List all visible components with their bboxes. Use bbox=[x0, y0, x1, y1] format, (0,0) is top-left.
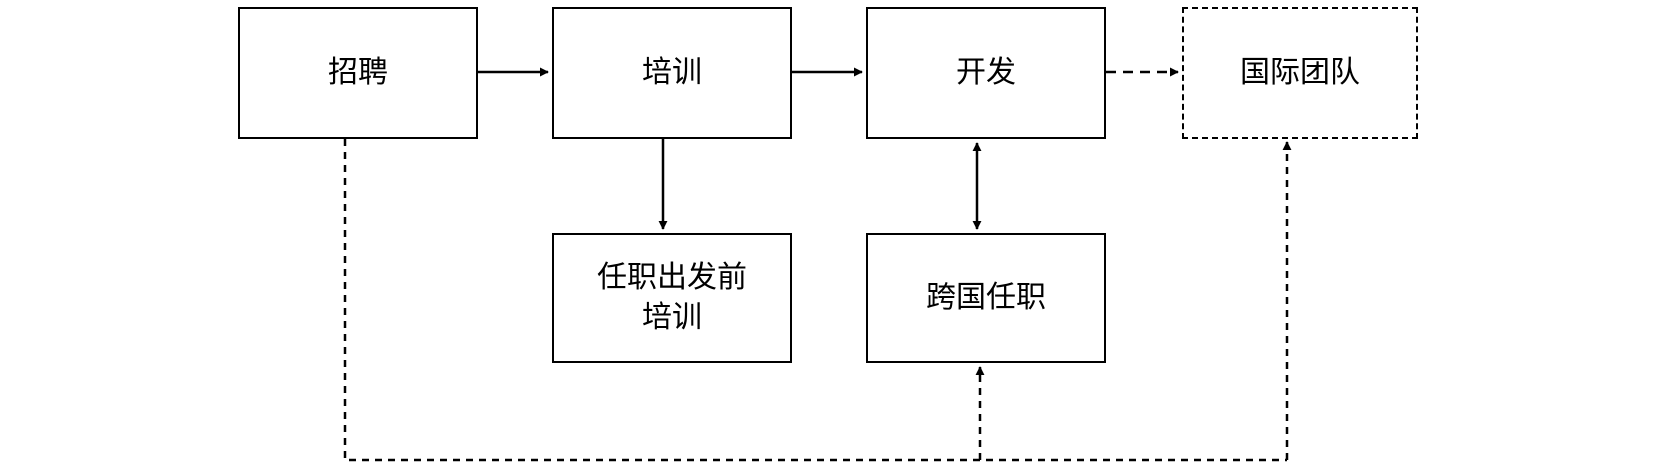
dashed-line-recruit-feedback bbox=[343, 139, 1287, 462]
node-recruit-label: 招聘 bbox=[328, 55, 388, 90]
node-development: 开发 bbox=[866, 7, 1106, 139]
node-recruit: 招聘 bbox=[238, 7, 478, 139]
node-international-team: 国际团队 bbox=[1182, 7, 1418, 139]
node-predeparture-line1: 任职出发前 bbox=[597, 260, 747, 295]
node-predeparture-training: 任职出发前 培训 bbox=[552, 233, 792, 363]
node-training: 培训 bbox=[552, 7, 792, 139]
node-development-label: 开发 bbox=[956, 55, 1016, 90]
node-predeparture-line2: 培训 bbox=[642, 300, 702, 335]
node-cross-border-label: 跨国任职 bbox=[926, 280, 1046, 315]
node-training-label: 培训 bbox=[642, 55, 702, 90]
node-cross-border-assignment: 跨国任职 bbox=[866, 233, 1106, 363]
node-international-team-label: 国际团队 bbox=[1240, 55, 1360, 90]
